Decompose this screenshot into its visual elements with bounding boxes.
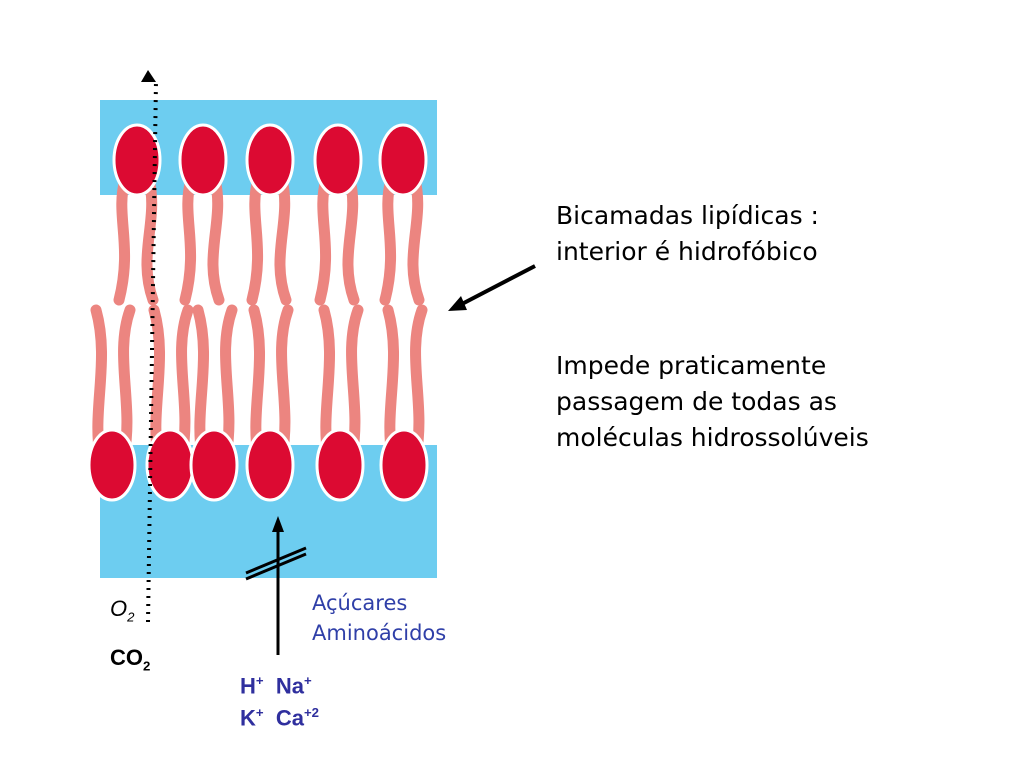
block-caption-line1: Impede praticamente <box>556 351 827 380</box>
lipid-head <box>313 123 363 197</box>
lipid-tail <box>113 174 131 306</box>
sugars-label: Açúcares <box>312 591 408 615</box>
lipid-tail <box>179 174 197 306</box>
lipid-tail <box>118 304 136 461</box>
lipid-tail <box>274 174 292 306</box>
lipid-tail <box>379 174 397 306</box>
bilayer-pointer-line <box>459 264 536 307</box>
lipid-tail <box>176 304 194 461</box>
lipid-tail <box>410 304 428 461</box>
lipid-tails <box>90 174 428 461</box>
ion-k: K <box>240 705 256 731</box>
co2-sub: 2 <box>143 658 151 674</box>
lipid-tail <box>207 174 225 306</box>
lipid-head <box>189 428 239 502</box>
o2-label: O2 <box>110 596 134 624</box>
block-mark-2 <box>245 552 307 581</box>
o2-sub: 2 <box>127 609 135 625</box>
lipid-head <box>178 123 228 197</box>
blocked-arrow-head <box>272 516 284 532</box>
co2-base: CO <box>110 645 143 670</box>
lipid-head <box>245 428 295 502</box>
lipid-tail <box>342 174 360 306</box>
ions-label: H+ Na+ K+ Ca+2 <box>240 667 319 732</box>
ion-h-charge: + <box>255 673 264 688</box>
lipid-head <box>112 123 162 197</box>
block-caption-line3: moléculas hidrossolúveis <box>556 423 869 452</box>
lipid-heads <box>87 123 429 502</box>
lipid-tail <box>314 174 332 306</box>
lipid-head <box>145 428 195 502</box>
ions-row-2: K+ Ca+2 <box>240 699 319 731</box>
lipid-head <box>87 428 137 502</box>
gas-arrow-head <box>141 70 156 82</box>
ion-na: Na <box>275 673 304 699</box>
ion-na-charge: + <box>303 673 312 688</box>
lipid-tail <box>141 174 159 306</box>
o2-base: O <box>110 596 128 621</box>
bilayer-caption-line2: interior é hidrofóbico <box>556 237 818 266</box>
co2-label: CO2 <box>110 645 150 673</box>
lipid-tail <box>246 174 264 306</box>
polar-molecules-label: Açúcares Aminoácidos <box>312 588 446 648</box>
lipid-head <box>379 428 429 502</box>
bilayer-pointer-head <box>448 296 467 311</box>
lipid-head <box>245 123 295 197</box>
block-mark-1 <box>245 546 307 575</box>
lipid-tail <box>276 304 294 461</box>
ion-k-charge: + <box>255 705 264 721</box>
bilayer-caption: Bicamadas lipídicas : interior é hidrofó… <box>556 198 819 270</box>
lipid-tail <box>407 174 425 306</box>
amino-label: Aminoácidos <box>312 621 447 645</box>
ion-h: H <box>240 673 256 699</box>
lipid-tail <box>220 304 238 461</box>
lipid-head <box>315 428 365 502</box>
block-caption: Impede praticamente passagem de todas as… <box>556 348 869 456</box>
ion-ca-charge: +2 <box>303 705 319 721</box>
bilayer-caption-line1: Bicamadas lipídicas : <box>556 201 819 230</box>
ion-ca: Ca <box>275 705 304 731</box>
lipid-head <box>378 123 428 197</box>
ions-row-1: H+ Na+ <box>240 667 319 699</box>
lipid-tail <box>346 304 364 461</box>
block-caption-line2: passagem de todas as <box>556 387 837 416</box>
